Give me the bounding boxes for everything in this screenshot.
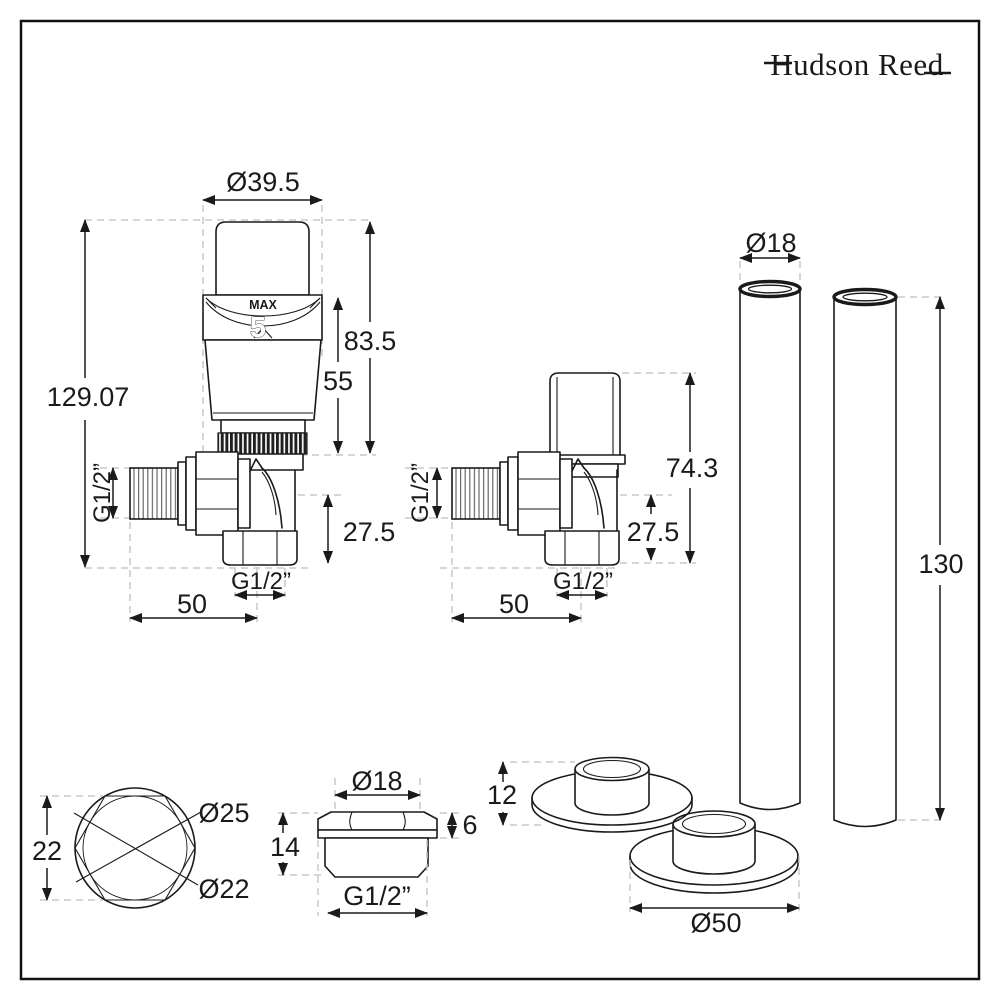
- dim-trv-head-body-height: 55: [323, 366, 353, 396]
- dim-pipe-length: 130: [918, 549, 963, 579]
- logo-text: Hudson Reed: [770, 47, 943, 82]
- trv-head: MAX 5: [202, 221, 323, 471]
- pipe-collars-drawing: 12 Ø50: [487, 756, 800, 938]
- dim-trv-overall-height: 129.07: [47, 382, 130, 412]
- dim-lockshield-inlet-depth: 50: [499, 589, 529, 619]
- dim-adapter-diameter: Ø18: [351, 766, 402, 796]
- dim-trv-head-height: 83.5: [344, 326, 397, 356]
- thermostatic-valve-drawing: MAX 5 Ø39.5 129.07 83.5 55 G1/2” 27.5 G1…: [47, 167, 397, 623]
- dim-collar-height: 12: [487, 780, 517, 810]
- dim-olive-outer-diameter: Ø25: [198, 798, 249, 828]
- trv-knurled-ring: [217, 432, 308, 455]
- olive-leader-outer: [75, 811, 202, 883]
- adapter-body: [317, 811, 438, 878]
- logo: Hudson Reed: [764, 47, 951, 82]
- olive-leader-inner: [73, 812, 199, 886]
- dim-lockshield-height: 74.3: [666, 453, 719, 483]
- dim-lockshield-outlet-thread: G1/2”: [553, 568, 613, 595]
- trv-max-label: MAX: [249, 298, 277, 312]
- pipe-2: [832, 287, 898, 828]
- olive-inner-circle: [82, 795, 188, 901]
- dim-collar-base-diameter: Ø50: [690, 908, 741, 938]
- trv-max-setting: 5: [250, 312, 266, 344]
- dim-lockshield-centre-to-base: 27.5: [627, 517, 680, 547]
- dim-trv-inlet-depth: 50: [177, 589, 207, 619]
- dim-trv-head-diameter: Ø39.5: [226, 167, 300, 197]
- pipes-drawing: Ø18 130: [738, 228, 964, 828]
- dim-adapter-thread: G1/2”: [343, 881, 411, 911]
- dim-adapter-overall-height: 14: [270, 832, 300, 862]
- dim-olive-across-flats: 22: [32, 836, 62, 866]
- lockshield-valve-drawing: G1/2” 74.3 27.5 G1/2” 50: [405, 372, 719, 623]
- dim-trv-inlet-thread: G1/2”: [89, 463, 116, 523]
- dim-olive-inner-diameter: Ø22: [198, 874, 249, 904]
- collar-2: [629, 810, 799, 894]
- dim-adapter-hex-height: 6: [462, 810, 477, 840]
- dim-trv-centre-to-base: 27.5: [343, 517, 396, 547]
- olive-hex: [74, 795, 196, 901]
- olive-top-view-drawing: 22 Ø25 Ø22: [32, 787, 250, 909]
- dim-trv-outlet-thread: G1/2”: [231, 568, 291, 595]
- page-border: [19, 19, 981, 981]
- adapter-drawing: Ø18 14 6 G1/2”: [270, 766, 478, 918]
- collar-1: [531, 756, 693, 833]
- dim-pipe-diameter: Ø18: [745, 228, 796, 258]
- dim-lockshield-inlet-thread: G1/2”: [407, 463, 434, 523]
- pipe-1: [738, 279, 802, 811]
